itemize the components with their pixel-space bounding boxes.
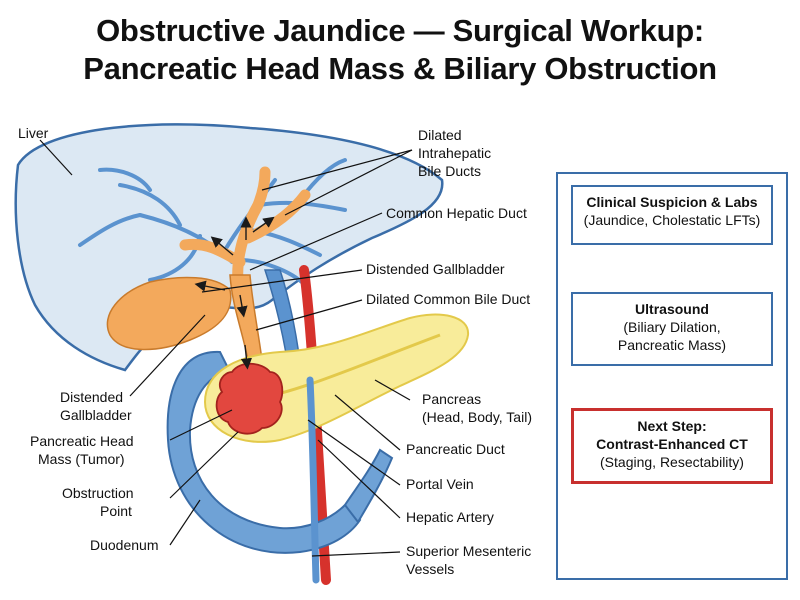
label-hepatic-artery: Hepatic Artery xyxy=(406,509,494,525)
label-mass-1: Pancreatic Head xyxy=(30,433,134,449)
label-intrahepatic-3: Bile Ducts xyxy=(418,163,481,179)
gallbladder-shape xyxy=(106,276,232,351)
label-distended-gallbladder-right: Distended Gallbladder xyxy=(366,261,505,277)
label-common-hepatic-duct: Common Hepatic Duct xyxy=(386,205,527,221)
duodenum-jejunum-shape xyxy=(343,448,394,524)
label-intrahepatic-1: Dilated xyxy=(418,127,462,143)
label-duodenum: Duodenum xyxy=(90,537,159,553)
label-mass-2: Mass (Tumor) xyxy=(38,451,125,467)
leader-lines xyxy=(39,139,413,557)
flow-step-3-title-2: Contrast-Enhanced CT xyxy=(596,436,748,452)
diagram-title: Obstructive Jaundice — Surgical Workup: … xyxy=(0,12,800,88)
flow-step-ultrasound: Ultrasound (Biliary Dilation, Pancreatic… xyxy=(571,292,773,366)
flow-step-clinical: Clinical Suspicion & Labs (Jaundice, Cho… xyxy=(571,185,773,245)
flow-step-2-sub-2: Pancreatic Mass) xyxy=(617,337,727,353)
flow-step-2-sub-1: (Biliary Dilation, xyxy=(623,319,721,335)
flow-step-ct: Next Step: Contrast-Enhanced CT (Staging… xyxy=(571,408,773,484)
label-sm-vessels-2: Vessels xyxy=(406,561,454,577)
pancreatic-head-mass-shape xyxy=(215,362,284,435)
flow-step-1-sub: (Jaundice, Cholestatic LFTs) xyxy=(583,212,761,228)
label-sm-vessels-1: Superior Mesenteric xyxy=(406,543,531,559)
label-portal-vein: Portal Vein xyxy=(406,476,474,492)
label-intrahepatic-2: Intrahepatic xyxy=(418,145,491,161)
label-pancreas-2: (Head, Body, Tail) xyxy=(422,409,532,425)
flow-step-1-title: Clinical Suspicion & Labs xyxy=(586,194,758,210)
label-dilated-cbd: Dilated Common Bile Duct xyxy=(366,291,530,307)
label-gallbladder-left-1: Distended xyxy=(60,389,123,405)
title-line-1: Obstructive Jaundice — Surgical Workup: xyxy=(96,13,704,48)
superior-mesenteric-vein-shape xyxy=(306,376,320,584)
label-pancreas-1: Pancreas xyxy=(422,391,481,407)
flow-step-3-sub: (Staging, Resectability) xyxy=(600,454,744,470)
flow-step-2-title: Ultrasound xyxy=(635,301,709,317)
label-obstruction-1: Obstruction xyxy=(62,485,134,501)
label-pancreatic-duct: Pancreatic Duct xyxy=(406,441,505,457)
label-obstruction-2: Point xyxy=(100,503,132,519)
flow-step-3-title: Next Step: xyxy=(637,418,707,434)
title-line-2: Pancreatic Head Mass & Biliary Obstructi… xyxy=(83,51,717,86)
label-gallbladder-left-2: Gallbladder xyxy=(60,407,132,423)
label-liver: Liver xyxy=(18,125,49,141)
